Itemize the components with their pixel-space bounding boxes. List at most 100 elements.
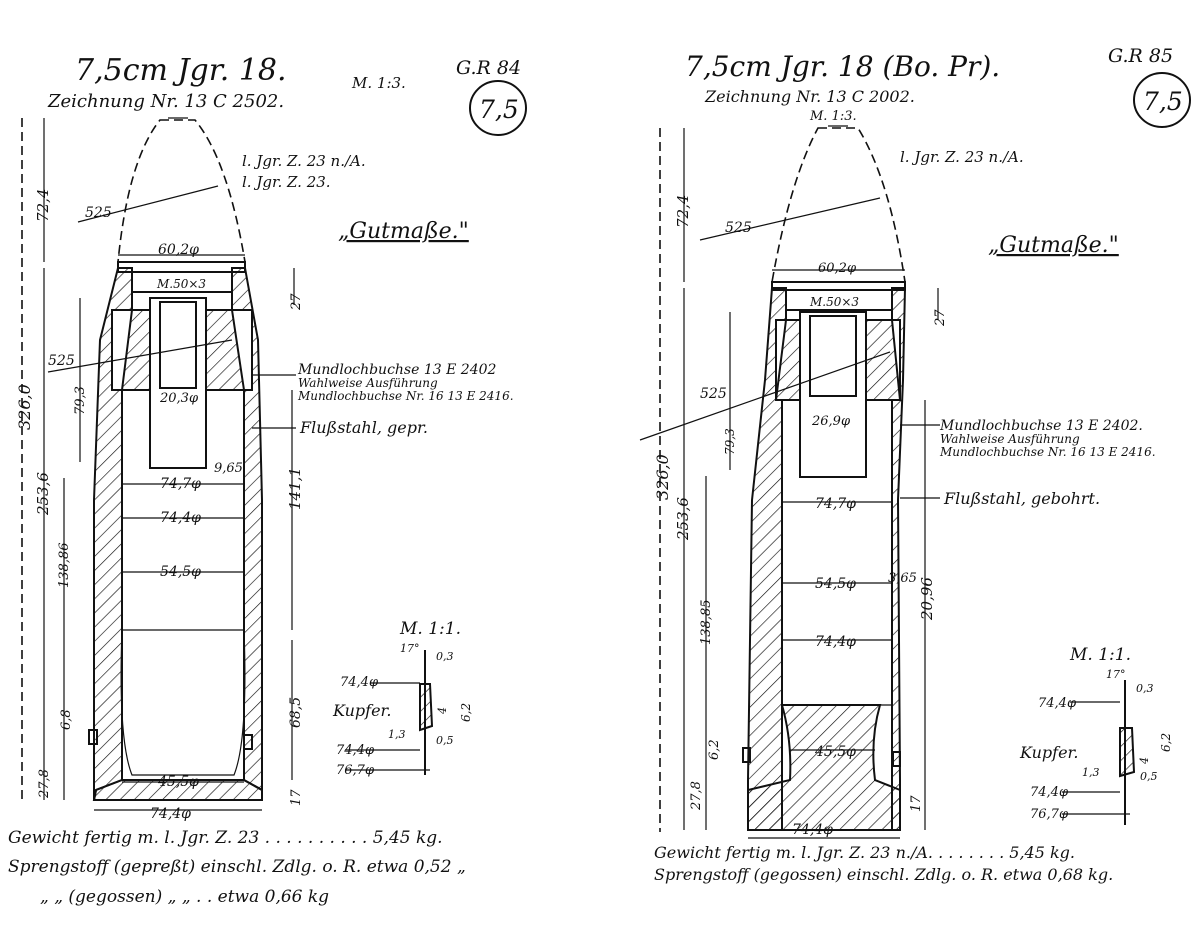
caliber-circle <box>469 80 527 136</box>
detail-thickness: 0,3 <box>436 650 454 663</box>
band-detail: M. 1:1. 17° 0,3 74,4φ Kupfer. 1,3 6,2 4 … <box>1019 645 1173 825</box>
dim-base-height: 17 <box>909 795 924 812</box>
diameter-dims: 60,2φ M.50×3 26,9φ 74,7φ 54,5φ 74,4φ 45,… <box>748 261 905 839</box>
dim-band-height: 27,8 <box>37 769 52 799</box>
shell-drawing <box>88 117 263 801</box>
detail-angle: 17° <box>1106 668 1126 681</box>
callout-bush-16: Mundlochbuchse Nr. 16 13 E 2416. <box>297 389 514 403</box>
detail-d-in: 74,4φ <box>1038 696 1077 711</box>
dim-top-height: 27 <box>289 293 304 311</box>
dim-band-2: 6,2 <box>707 739 722 760</box>
detail-width: 1,3 <box>388 728 406 741</box>
length-dims: 326,0 72,4 253,6 138,86 79,3 27 141,1 68… <box>15 118 304 806</box>
dim-nose: 72,4 <box>674 195 692 228</box>
detail-angle: 17° <box>400 642 420 655</box>
weight-line-2: Sprengstoff (gepreßt) einschl. Zdlg. o. … <box>8 857 466 877</box>
dim-d3: 54,5φ <box>160 564 201 580</box>
dim-d2: 54,5φ <box>815 576 856 592</box>
dim-band: 74,4φ <box>150 806 191 822</box>
detail-material: Kupfer. <box>332 701 392 720</box>
drawing-number: Zeichnung Nr. 13 C 2002. <box>704 87 915 106</box>
callout-option: Wahlweise Ausführung <box>940 432 1080 446</box>
dim-wall: 9,65 <box>214 461 243 476</box>
fuze-note-1: l. Jgr. Z. 23 n./A. <box>900 148 1024 166</box>
sheet-right: 7,5cm Jgr. 18 (Bo. Pr). G.R 85 7,5 Zeich… <box>639 45 1191 884</box>
weight-line-1: Gewicht fertig m. l. Jgr. Z. 23 n./A. . … <box>654 843 1075 862</box>
callout-bush: Mundlochbuchse 13 E 2402 <box>297 362 497 378</box>
dim-lower: 68,5 <box>288 697 304 728</box>
callout-option: Wahlweise Ausführung <box>298 376 438 390</box>
detail-scale: M. 1:1. <box>399 619 461 639</box>
fuze-note-1: l. Jgr. Z. 23 n./A. <box>242 152 366 170</box>
dim-band-height: 27,8 <box>689 781 704 811</box>
dim-cavity: 138,85 <box>699 600 714 646</box>
sheet-number: G.R 85 <box>1108 45 1173 67</box>
material-label: Flußstahl, gebohrt. <box>943 489 1100 508</box>
dim-d1: 74,7φ <box>160 476 201 492</box>
callout-bush: Mundlochbuchse 13 E 2402. <box>939 418 1143 434</box>
dim-base: 45,5φ <box>814 744 856 760</box>
dim-d3: 74,4φ <box>815 634 856 650</box>
detail-b: 0,5 <box>1140 770 1158 783</box>
scale-label: M. 1:3. <box>809 109 857 124</box>
weight-line-1: Gewicht fertig m. l. Jgr. Z. 23 . . . . … <box>8 828 443 848</box>
dim-bush: 79,3 <box>723 428 737 455</box>
sheet-left: 7,5cm Jgr. 18. M. 1:3. G.R 84 7,5 Zeichn… <box>8 53 527 907</box>
dim-wall: 3,65 <box>888 571 917 586</box>
weight-line-3: „ „ (gegossen) „ „ . . etwa 0,66 kg <box>40 887 329 907</box>
dim-bore: 26,9φ <box>811 414 851 429</box>
dim-right: 20,96 <box>918 577 936 621</box>
detail-a: 4 <box>436 707 449 715</box>
dim-base-height: 17 <box>289 789 304 806</box>
detail-thickness: 0,3 <box>1136 682 1154 695</box>
detail-height: 6,2 <box>459 703 473 722</box>
detail-width: 1,3 <box>1082 766 1100 779</box>
dim-band: 74,4φ <box>792 822 833 838</box>
band-detail: M. 1:1. 17° 0,3 74,4φ Kupfer. 1,3 6,2 4 … <box>332 619 473 778</box>
detail-d-out: 76,7φ <box>336 763 375 778</box>
detail-height: 6,2 <box>1159 733 1173 752</box>
diameter-dims: 60,2φ M.50×3 20,3φ 74,7φ 74,4φ 54,5φ 45,… <box>94 242 262 822</box>
detail-d-low: 74,4φ <box>336 743 375 758</box>
gutmasse-label: „Gutmaße." <box>988 233 1119 258</box>
caliber-circle-label: 7,5 <box>1143 87 1183 116</box>
dim-base: 45,5φ <box>157 774 199 790</box>
length-dims: 326,0 72,4 253,6 138,85 79,3 27 20,96 17… <box>653 128 948 832</box>
dim-total: 326,0 <box>15 384 34 430</box>
dim-d2: 74,4φ <box>160 510 201 526</box>
fuze-note-2: l. Jgr. Z. 23. <box>242 173 331 191</box>
dim-thread: M.50×3 <box>156 277 206 291</box>
callout-bush-16: Mundlochbuchse Nr. 16 13 E 2416. <box>939 445 1156 459</box>
scale-label: M. 1:3. <box>351 74 406 92</box>
detail-a: 4 <box>1138 757 1151 765</box>
dim-top-height: 27 <box>933 309 948 327</box>
dim-bush: 79,3 <box>73 386 88 415</box>
sheet-title: 7,5cm Jgr. 18 (Bo. Pr). <box>685 50 1000 83</box>
detail-d-out: 76,7φ <box>1030 807 1069 822</box>
detail-d-low: 74,4φ <box>1030 785 1069 800</box>
gutmasse-label: „Gutmaße." <box>338 219 469 244</box>
dim-body: 253,6 <box>674 497 692 541</box>
sheet-title: 7,5cm Jgr. 18. <box>75 53 287 88</box>
detail-material: Kupfer. <box>1019 743 1079 762</box>
shell-drawing <box>742 125 907 831</box>
detail-scale: M. 1:1. <box>1069 645 1131 665</box>
dim-thread: M.50×3 <box>809 295 859 309</box>
material-label: Flußstahl, gepr. <box>299 418 428 437</box>
dim-right: 141,1 <box>286 467 304 510</box>
dim-radius-nose: 525 <box>85 205 112 221</box>
dim-total: 326,0 <box>653 454 672 500</box>
sheet-number: G.R 84 <box>456 57 521 79</box>
drawing-number: Zeichnung Nr. 13 C 2502. <box>47 91 284 112</box>
dim-radius-body: 525 <box>700 386 727 402</box>
dim-bore: 20,3φ <box>159 391 199 406</box>
dim-band-2: 6,8 <box>59 709 74 730</box>
dim-nose: 72,4 <box>34 189 52 222</box>
weight-line-2: Sprengstoff (gegossen) einschl. Zdlg. o.… <box>654 865 1113 884</box>
detail-d-in: 74,4φ <box>340 675 379 690</box>
dim-d-top: 60,2φ <box>818 261 857 276</box>
caliber-circle-label: 7,5 <box>479 95 519 124</box>
caliber-circle <box>1133 72 1191 128</box>
dim-body: 253,6 <box>34 472 52 516</box>
